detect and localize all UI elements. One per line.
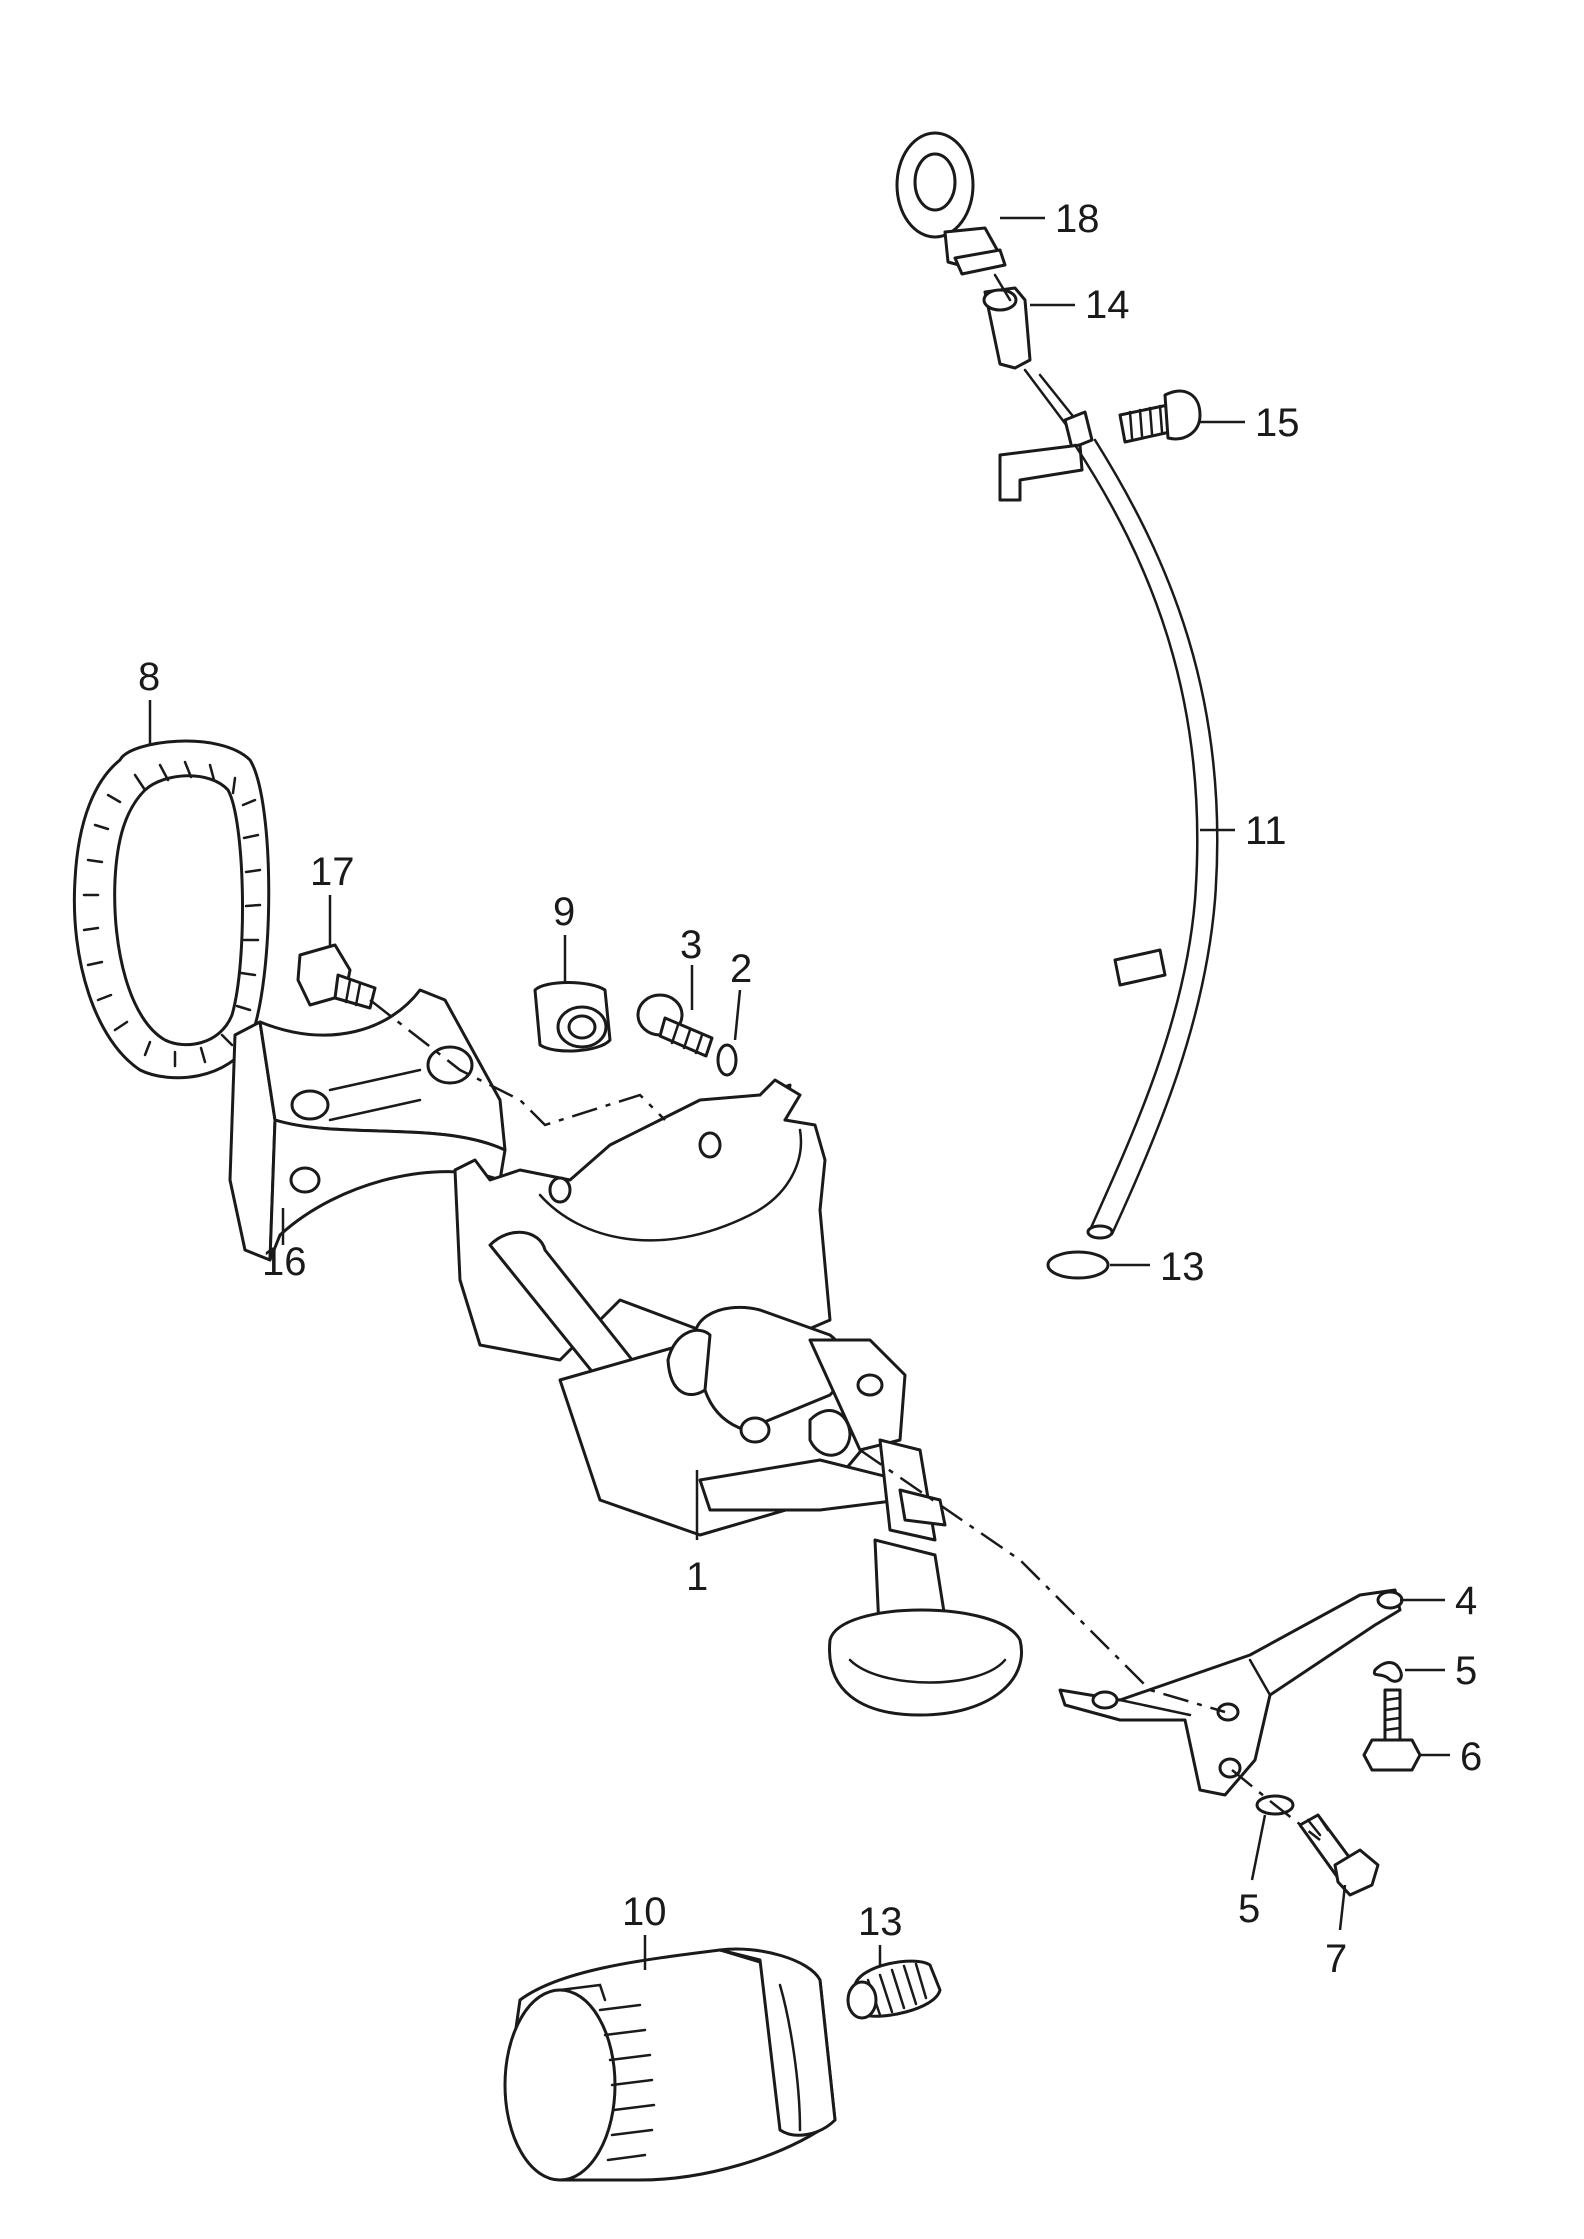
drive-chain — [72, 739, 271, 1080]
assembly-line-bolt18 — [369, 999, 666, 1127]
callout-17: 16 — [262, 1240, 307, 1284]
oil-pump-assembly — [453, 1078, 1023, 1717]
callout-2: 2 — [730, 947, 752, 991]
callout-12: 18 — [1055, 197, 1100, 241]
callout-16: 13 — [858, 1900, 903, 1944]
washer-5-upper — [1372, 1661, 1403, 1683]
callout-6: 6 — [1460, 1735, 1482, 1779]
dipstick-handle — [895, 131, 1007, 276]
callout-7: 7 — [1325, 1937, 1347, 1981]
bolt-15 — [1118, 389, 1202, 444]
dipstick-guide-tube — [993, 273, 1219, 1240]
washer-2 — [716, 1043, 738, 1077]
callout-labels: 18 14 15 11 13 8 17 9 3 2 16 1 4 5 6 5 7… — [138, 197, 1482, 1981]
bolt-6 — [1362, 1688, 1422, 1772]
callout-14: 14 — [1085, 283, 1130, 327]
callout-9: 9 — [553, 890, 575, 934]
bolt-7 — [1298, 1813, 1380, 1897]
assembly-line-bolt7 — [1231, 1769, 1321, 1841]
leader-lines — [148, 216, 1450, 1970]
pickup-bracket — [1058, 1588, 1404, 1797]
callout-8: 8 — [138, 655, 160, 699]
bushing-9 — [533, 981, 612, 1053]
chain-guide — [228, 988, 507, 1262]
threaded-stud — [846, 1959, 942, 2020]
o-ring-13 — [1046, 1250, 1110, 1280]
bolt-18 — [296, 943, 377, 1010]
assembly-line-bracket — [859, 1448, 1226, 1714]
callout-5-upper: 5 — [1455, 1649, 1477, 1693]
callout-5-lower: 5 — [1238, 1887, 1260, 1931]
bolt-3 — [636, 993, 714, 1058]
oil-filter — [503, 1947, 837, 2182]
callout-1: 1 — [686, 1555, 708, 1599]
callout-15: 15 — [1255, 401, 1300, 445]
callout-13: 13 — [1160, 1245, 1205, 1289]
callout-11: 11 — [1245, 809, 1287, 853]
callout-10: 10 — [622, 1890, 667, 1934]
callout-18: 17 — [310, 850, 355, 894]
callout-4: 4 — [1455, 1579, 1477, 1623]
callout-3: 3 — [680, 923, 702, 967]
dipstick-seal — [982, 286, 1032, 370]
